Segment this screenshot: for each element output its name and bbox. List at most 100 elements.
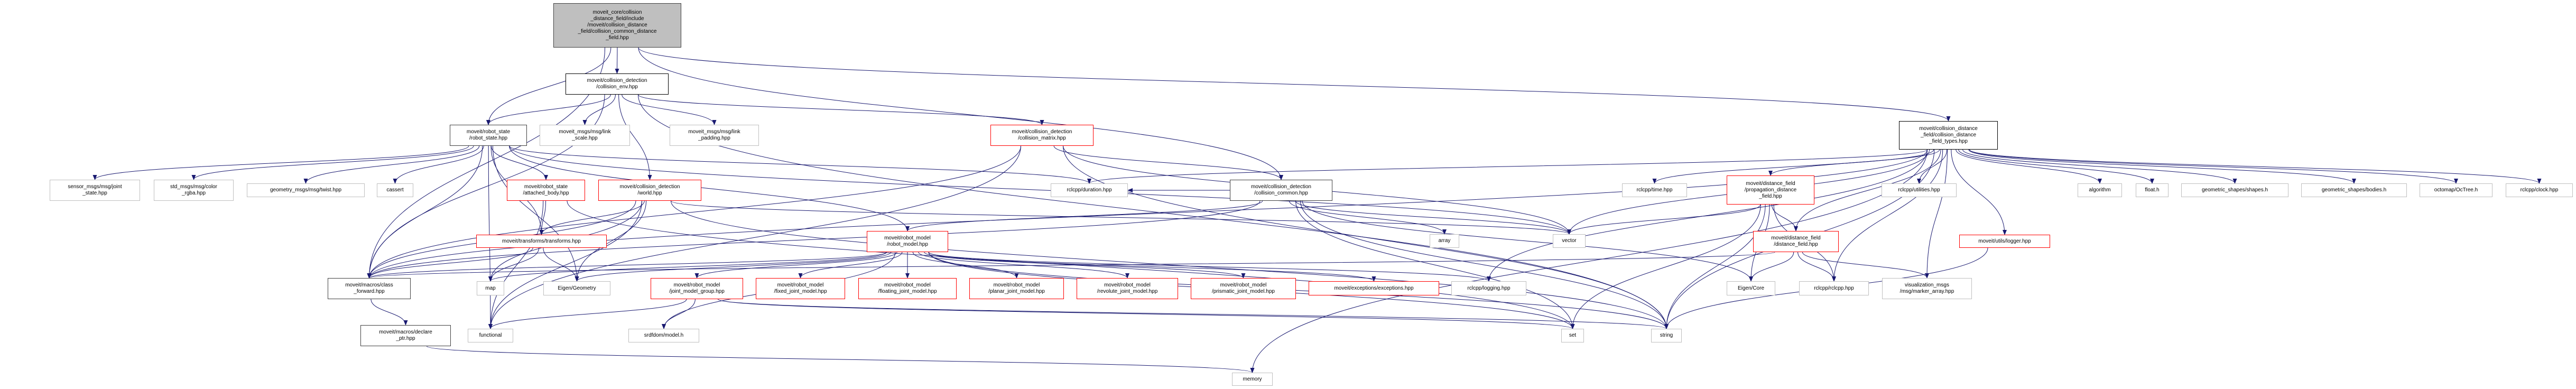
node-types[interactable]: moveit/collision_distance _field/collisi… (1899, 121, 1998, 150)
edge-collision-common-to-array (1289, 200, 1447, 235)
node-collision-env[interactable]: moveit/collision_detection /collision_en… (566, 73, 669, 95)
node-joint-model-group[interactable]: moveit/robot_model /joint_model_group.hp… (651, 278, 743, 299)
edge-types-to-logging (1487, 149, 1928, 282)
edge-root-to-robot-state (486, 47, 611, 125)
node-rclcpp: rclcpp/rclcpp.hpp (1799, 281, 1869, 295)
edge-robot-state-to-std-color (191, 145, 474, 180)
edge-collision-common-to-class-forward (367, 200, 1261, 279)
edge-robot-state-to-twist (303, 145, 480, 184)
node-set: set (1561, 329, 1584, 342)
edge-collision-common-to-robot-model (905, 200, 1263, 231)
node-srdf-model: srdfdom/model.h (628, 329, 699, 342)
node-declare-ptr[interactable]: moveit/macros/declare _ptr.hpp (360, 325, 451, 346)
edge-robot-model-to-fixed-joint (798, 252, 903, 279)
edge-propagation-to-vector (1567, 204, 1761, 235)
node-sensor-joint: sensor_msgs/msg/joint _state.hpp (50, 180, 140, 201)
edge-robot-model-to-planar-joint (912, 252, 1019, 279)
node-world[interactable]: moveit/collision_detection /world.hpp (598, 180, 701, 201)
edge-robot-state-to-eigen-geometry (492, 145, 579, 282)
edge-joint-model-group-to-functional (488, 299, 687, 329)
node-duration: rclcpp/duration.hpp (1051, 183, 1128, 197)
edge-robot-model-to-eigen-geometry (574, 252, 892, 282)
edge-world-to-transforms (539, 200, 645, 235)
node-map: map (477, 281, 504, 295)
edge-types-to-octree (1969, 149, 2458, 184)
edge-types-to-logger (1951, 149, 2007, 235)
edge-types-to-rclcpp (1832, 149, 1943, 282)
edge-propagation-to-string (1664, 204, 1766, 329)
edge-distance-field-to-class-forward (367, 252, 1775, 279)
edge-collision-env-to-collision-matrix (638, 94, 1044, 125)
edge-robot-state-to-cassert (393, 145, 484, 184)
node-prismatic-joint[interactable]: moveit/robot_model /prismatic_joint_mode… (1191, 278, 1296, 299)
edge-types-to-float (1958, 149, 2154, 184)
edge-root-to-types (638, 47, 1951, 122)
edge-collision-common-to-string (1300, 200, 1669, 329)
edge-collision-common-to-set (1295, 200, 1575, 329)
node-exceptions[interactable]: moveit/exceptions/exceptions.hpp (1309, 281, 1439, 295)
node-link-padding: moveit_msgs/msg/link _padding.hpp (670, 125, 759, 146)
node-root[interactable]: moveit_core/collision _distance_field/in… (553, 3, 681, 48)
edge-types-to-time (1652, 149, 1934, 184)
node-eigen-core: Eigen/Core (1727, 281, 1775, 295)
node-link-scale: moveit_msgs/msg/link _scale.hpp (540, 125, 630, 146)
edge-world-to-functional (488, 200, 642, 329)
node-planar-joint[interactable]: moveit/robot_model /planar_joint_model.h… (969, 278, 1064, 299)
edge-declare-ptr-to-memory (427, 346, 1254, 373)
edge-propagation-to-set (1570, 204, 1761, 329)
node-shapes: geometric_shapes/shapes.h (2181, 183, 2288, 197)
edge-collision-env-to-link-padding (622, 94, 717, 125)
edge-robot-model-to-revolute-joint (918, 252, 1129, 279)
node-twist: geometry_msgs/msg/twist.hpp (247, 183, 365, 197)
node-floating-joint[interactable]: moveit/robot_model /floating_joint_model… (858, 278, 957, 299)
edge-attached-body-to-set (567, 200, 1575, 329)
edge-root-to-collision-common (638, 47, 1283, 180)
edge-robot-model-to-exceptions (928, 252, 1376, 282)
edge-distance-field-to-rclcpp (1797, 252, 1836, 282)
node-vector: vector (1553, 234, 1586, 248)
edge-propagation-to-distance-field (1771, 204, 1798, 231)
node-time: rclcpp/time.hpp (1622, 183, 1687, 197)
node-array: array (1430, 234, 1459, 248)
node-collision-common[interactable]: moveit/collision_detection /collision_co… (1230, 180, 1332, 201)
node-revolute-joint[interactable]: moveit/robot_model /revolute_joint_model… (1077, 278, 1178, 299)
edge-collision-env-to-robot-state (486, 94, 611, 125)
node-propagation[interactable]: moveit/distance_field /propagation_dista… (1727, 175, 1814, 205)
node-marker-array: visualization_msgs /msg/marker_array.hpp (1882, 278, 1972, 299)
edge-robot-model-to-joint-model-group (694, 252, 897, 279)
edge-types-to-algorithm (1956, 149, 2102, 184)
node-std-color: std_msgs/msg/color _rgba.hpp (154, 180, 234, 201)
edge-collision-matrix-to-collision-common (1053, 145, 1283, 180)
node-fixed-joint[interactable]: moveit/robot_model /fixed_joint_model.hp… (756, 278, 845, 299)
node-string: string (1651, 329, 1682, 342)
node-transforms[interactable]: moveit/transforms/transforms.hpp (476, 235, 607, 248)
edge-robot-state-to-attached-body (490, 145, 548, 180)
edge-robot-state-to-robot-model (509, 145, 910, 231)
edge-types-to-distance-field (1794, 149, 1941, 231)
node-utilities: rclcpp/utilities.hpp (1882, 183, 1957, 197)
edge-robot-model-to-class-forward (367, 252, 887, 279)
node-bodies: geometric_shapes/bodies.h (2301, 183, 2407, 197)
node-distance-field[interactable]: moveit/distance_field /distance_field.hp… (1753, 231, 1839, 252)
edge-collision-matrix-to-class-forward (367, 145, 1021, 279)
edge-types-to-bodies (1968, 149, 2356, 184)
edge-world-to-eigen-geometry (574, 200, 647, 282)
node-logging: rclcpp/logging.hpp (1451, 281, 1526, 295)
node-attached-body[interactable]: moveit/robot_state /attached_body.hpp (507, 180, 585, 201)
edge-distance-field-to-marker-array (1802, 252, 1929, 279)
edge-collision-env-to-link-scale (582, 94, 616, 125)
node-robot-model[interactable]: moveit/robot_model /robot_model.hpp (867, 231, 948, 252)
edge-robot-model-to-logging (928, 252, 1491, 282)
node-logger[interactable]: moveit/utils/logger.hpp (1959, 235, 2050, 248)
node-octree: octomap/OcTree.h (2420, 183, 2492, 197)
node-collision-matrix[interactable]: moveit/collision_detection /collision_ma… (990, 125, 1094, 146)
edge-joint-model-group-to-srdf-model (662, 299, 696, 329)
node-class-forward[interactable]: moveit/macros/class _forward.hpp (328, 278, 411, 299)
node-algorithm: algorithm (2078, 183, 2122, 197)
edge-collision-matrix-to-functional (488, 145, 1021, 329)
node-functional: functional (468, 329, 513, 342)
edge-robot-state-to-sensor-joint (92, 145, 469, 180)
edge-class-forward-to-declare-ptr (370, 299, 408, 326)
edge-types-to-marker-array (1925, 149, 1948, 279)
node-robot-state[interactable]: moveit/robot_state /robot_state.hpp (450, 125, 527, 146)
